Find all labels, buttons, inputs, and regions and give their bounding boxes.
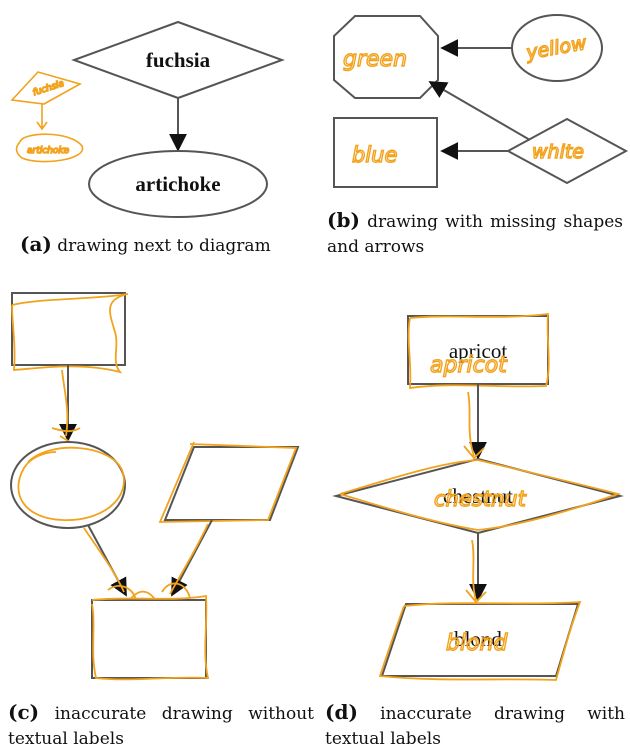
artichoke-ellipse-node bbox=[88, 150, 268, 218]
sketch-artichoke-label: artichoke bbox=[27, 146, 70, 156]
caption-c-text: inaccurate drawing without textual label… bbox=[8, 704, 314, 749]
ellipse-node bbox=[10, 441, 126, 529]
sketch-blond-parallelogram bbox=[378, 601, 582, 681]
sketch-apricot-box bbox=[407, 312, 550, 390]
octagon-node bbox=[333, 15, 439, 99]
white-diamond-node bbox=[505, 117, 629, 185]
sketch-arrow-d1 bbox=[463, 391, 485, 460]
sketch-white-label: white bbox=[532, 141, 584, 163]
panel-b: green yellow blue white bbox=[333, 14, 629, 188]
sketch-arrow-d2 bbox=[465, 539, 487, 604]
parallelogram-to-bottom-box-arrow bbox=[171, 519, 213, 597]
parallelogram-node bbox=[163, 446, 300, 521]
sketch-parallelogram bbox=[158, 441, 298, 523]
sketch-artichoke-ellipse bbox=[15, 133, 84, 163]
caption-d-text: inaccurate drawing with textual labels bbox=[325, 704, 625, 749]
artichoke-node-label: artichoke bbox=[135, 172, 220, 196]
panel-d: apricot apricot chestnut chestnut blond … bbox=[332, 312, 624, 681]
sketch-chestnut-label: chestnut bbox=[434, 487, 527, 511]
caption-c: (c) inaccurate drawing without textual l… bbox=[8, 700, 314, 752]
sketch-blond-label: blond bbox=[446, 631, 508, 656]
box-node bbox=[333, 117, 438, 188]
sketch-arrows-c2 bbox=[83, 523, 209, 605]
sketch-chestnut-diamond bbox=[339, 459, 622, 531]
caption-b-text: drawing with missing shapes and arrows bbox=[327, 212, 623, 257]
panel-c bbox=[10, 292, 300, 681]
caption-a: (a) drawing next to diagram bbox=[20, 232, 320, 259]
caption-b: (b) drawing with missing shapes and arro… bbox=[327, 208, 623, 260]
caption-c-tag: (c) bbox=[8, 700, 40, 724]
sketch-blue-label: blue bbox=[352, 143, 397, 167]
apricot-node-label: apricot bbox=[449, 339, 507, 363]
sketch-green-label: green bbox=[343, 47, 407, 72]
caption-d-tag: (d) bbox=[325, 700, 358, 724]
sketch-fuchsia-diamond bbox=[10, 71, 83, 105]
sketch-ellipse bbox=[17, 446, 125, 521]
top-box-node bbox=[11, 292, 126, 366]
caption-a-tag: (a) bbox=[20, 232, 52, 256]
caption-b-tag: (b) bbox=[327, 208, 360, 232]
sketch-arrow-c1 bbox=[51, 369, 81, 443]
sketch-apricot-label: apricot bbox=[430, 353, 508, 378]
white-to-octagon-arrow bbox=[428, 81, 531, 141]
fuchsia-node-label: fuchsia bbox=[146, 48, 211, 72]
bottom-box-node bbox=[91, 599, 207, 679]
sketch-arrow-a bbox=[36, 104, 48, 131]
panel-a: fuchsia artichoke fuchsia artichoke bbox=[10, 20, 285, 218]
caption-d: (d) inaccurate drawing with textual labe… bbox=[325, 700, 625, 752]
blond-node-label: blond bbox=[454, 627, 502, 651]
caption-a-text: drawing next to diagram bbox=[51, 236, 271, 256]
chestnut-node-label: chestnut bbox=[443, 484, 513, 508]
sketch-top-box bbox=[11, 293, 129, 374]
sketch-bottom-box bbox=[91, 594, 210, 681]
